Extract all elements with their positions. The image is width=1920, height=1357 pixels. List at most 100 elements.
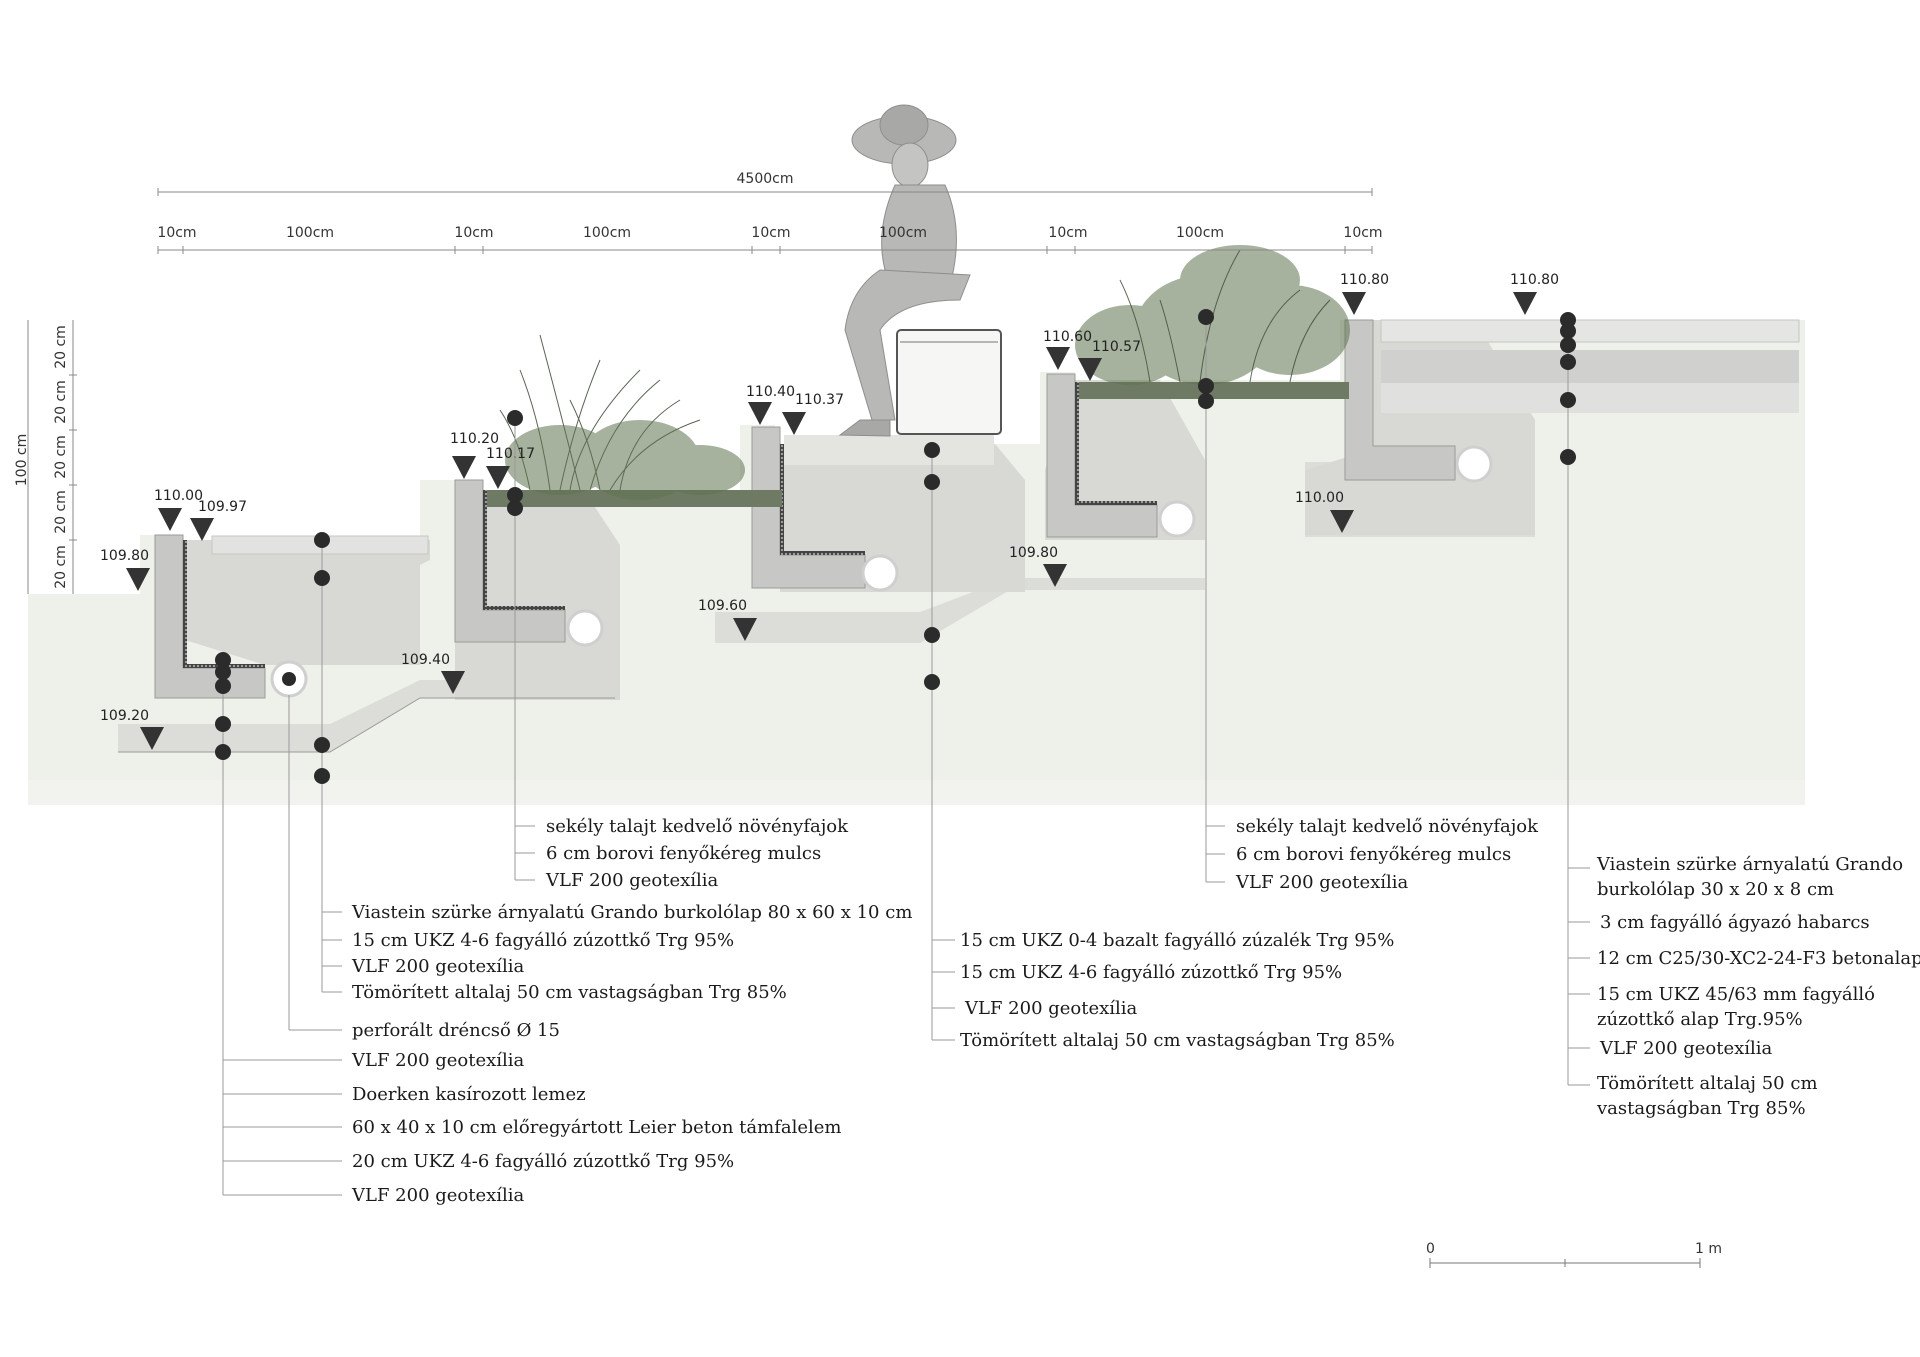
elevation-marker: 109.40 bbox=[401, 652, 465, 694]
membrane-2 bbox=[483, 490, 487, 610]
annotation-text: burkolólap 30 x 20 x 8 cm bbox=[1597, 879, 1834, 900]
dim-seg-9: 10cm bbox=[1343, 225, 1382, 241]
dim-height-step-4: 20 cm bbox=[53, 490, 69, 534]
elevation-label: 110.57 bbox=[1092, 339, 1141, 355]
mulch-planter-2 bbox=[1079, 382, 1349, 399]
elevation-marker: 110.57 bbox=[1078, 339, 1141, 381]
dimension-lines bbox=[27, 188, 1373, 594]
annotations-wall: VLF 200 geotexília Doerken kasírozott le… bbox=[351, 1050, 842, 1206]
annotation-text: 15 cm UKZ 0-4 bazalt fagyálló zúzalék Tr… bbox=[960, 930, 1394, 951]
terrace-mortar bbox=[1381, 350, 1799, 383]
planter-2-stems bbox=[1119, 249, 1331, 383]
dim-seg-1: 10cm bbox=[157, 225, 196, 241]
dim-total: 4500cm bbox=[737, 171, 794, 187]
dim-seg-2: 100cm bbox=[286, 225, 334, 241]
annotations-planter-left: sekély talajt kedvelő növényfajok 6 cm b… bbox=[545, 816, 849, 891]
dim-seg-7: 10cm bbox=[1048, 225, 1087, 241]
dim-height-step-1: 20 cm bbox=[53, 325, 69, 369]
dim-seg-6: 100cm bbox=[879, 225, 927, 241]
elevation-marker: 110.17 bbox=[486, 446, 535, 489]
bench bbox=[896, 329, 1002, 435]
drain-pipe-4 bbox=[1158, 500, 1196, 538]
dim-height-step-3: 20 cm bbox=[53, 435, 69, 479]
annotation-text: VLF 200 geotexília bbox=[545, 870, 719, 891]
annotation-text: VLF 200 geotexília bbox=[1235, 872, 1409, 893]
annotation-text: 15 cm UKZ 4-6 fagyálló zúzottkő Trg 95% bbox=[960, 962, 1342, 983]
elevation-marker: 109.20 bbox=[100, 708, 164, 750]
retaining-wall-5 bbox=[1344, 319, 1456, 481]
annotation-text: 15 cm UKZ 45/63 mm fagyálló bbox=[1597, 984, 1875, 1005]
dim-height-total: 100 cm bbox=[14, 434, 30, 487]
annotation-text: VLF 200 geotexília bbox=[351, 1185, 525, 1206]
elevation-label: 109.60 bbox=[698, 598, 747, 614]
annotation-text: Tömörített altalaj 50 cm vastagságban Tr… bbox=[352, 982, 787, 1003]
gravel-layer-3 bbox=[784, 435, 994, 465]
annotation-text: Viastein szürke árnyalatú Grando burkoló… bbox=[351, 902, 912, 923]
annotation-text: VLF 200 geotexília bbox=[1599, 1038, 1773, 1059]
annotation-text: Viastein szürke árnyalatú Grando bbox=[1596, 854, 1903, 875]
annotation-text: zúzottkő alap Trg.95% bbox=[1597, 1009, 1803, 1030]
elevation-label: 109.40 bbox=[401, 652, 450, 668]
seated-person bbox=[838, 104, 971, 437]
scale-end: 1 m bbox=[1695, 1241, 1722, 1257]
dim-seg-3: 10cm bbox=[454, 225, 493, 241]
elevation-label: 109.80 bbox=[1009, 545, 1058, 561]
drain-pipe-5 bbox=[1455, 445, 1493, 483]
elevation-marker: 109.80 bbox=[100, 548, 150, 591]
elevation-label: 109.97 bbox=[198, 499, 247, 515]
layer-dots bbox=[215, 309, 1576, 784]
elevation-label: 110.40 bbox=[746, 384, 795, 400]
wall2-backfill bbox=[455, 492, 620, 700]
dim-height-step-2: 20 cm bbox=[53, 380, 69, 424]
dim-seg-8: 100cm bbox=[1176, 225, 1224, 241]
ground-base bbox=[28, 780, 1805, 805]
scale-bar: 0 1 m bbox=[1426, 1241, 1722, 1268]
wall3-foundation bbox=[715, 577, 1205, 643]
terrace-slab bbox=[1380, 319, 1800, 343]
elevation-marker: 110.40 bbox=[746, 384, 795, 425]
elevation-label: 110.00 bbox=[1295, 490, 1344, 506]
elevation-marker: 109.97 bbox=[190, 499, 247, 541]
drain-pipe-2 bbox=[566, 609, 604, 647]
annotations-planter-right: sekély talajt kedvelő növényfajok 6 cm b… bbox=[1235, 816, 1539, 893]
elevation-label: 110.20 bbox=[450, 431, 499, 447]
annotation-text: 15 cm UKZ 4-6 fagyálló zúzottkő Trg 95% bbox=[352, 930, 734, 951]
elevation-label: 110.60 bbox=[1043, 329, 1092, 345]
drain-pipe-3 bbox=[861, 554, 899, 592]
dim-height-step-5: 20 cm bbox=[53, 545, 69, 589]
elevation-marker: 110.60 bbox=[1043, 329, 1092, 370]
elevation-markers: 110.00 109.97 109.80 109.20 110.20 110.1… bbox=[100, 272, 1559, 750]
membrane-4b bbox=[1075, 501, 1157, 505]
elevation-marker: 110.00 bbox=[1295, 490, 1354, 533]
annotation-drain: perforált dréncső Ø 15 bbox=[352, 1020, 560, 1041]
elevation-marker: 109.60 bbox=[698, 598, 757, 641]
elevation-label: 110.80 bbox=[1340, 272, 1389, 288]
annotation-text: VLF 200 geotexília bbox=[964, 998, 1138, 1019]
dim-seg-4: 100cm bbox=[583, 225, 631, 241]
annotation-text: 3 cm fagyálló ágyazó habarcs bbox=[1600, 912, 1870, 933]
planter-2-foliage bbox=[1075, 245, 1350, 385]
annotations-gravel-step: 15 cm UKZ 0-4 bazalt fagyálló zúzalék Tr… bbox=[960, 930, 1395, 1051]
annotation-text: 12 cm C25/30-XC2-24-F3 betonalap bbox=[1597, 948, 1920, 969]
annotation-text: VLF 200 geotexília bbox=[351, 1050, 525, 1071]
annotation-text: sekély talajt kedvelő növényfajok bbox=[546, 816, 849, 837]
planter-1-foliage bbox=[505, 420, 745, 500]
elevation-marker: 110.20 bbox=[450, 431, 499, 479]
wall1-backfill bbox=[185, 540, 430, 665]
elevation-marker: 110.80 bbox=[1510, 272, 1559, 315]
elevation-marker: 110.00 bbox=[154, 488, 203, 531]
dim-height-steps: 20 cm 20 cm 20 cm 20 cm 20 cm bbox=[53, 325, 69, 589]
membrane-4 bbox=[1075, 382, 1079, 505]
elevation-marker: 110.80 bbox=[1340, 272, 1389, 315]
terrace-base bbox=[1381, 383, 1799, 413]
annotation-text: 20 cm UKZ 4-6 fagyálló zúzottkő Trg 95% bbox=[352, 1151, 734, 1172]
wall4-backfill bbox=[1045, 380, 1205, 540]
elevation-marker: 109.80 bbox=[1009, 545, 1067, 587]
dim-segments: 10cm 100cm 10cm 100cm 10cm 100cm 10cm 10… bbox=[157, 225, 1382, 241]
annotation-text: VLF 200 geotexília bbox=[351, 956, 525, 977]
annotation-text: Doerken kasírozott lemez bbox=[352, 1084, 586, 1105]
annotation-text: 60 x 40 x 10 cm előregyártott Leier beto… bbox=[352, 1117, 842, 1138]
scale-start: 0 bbox=[1426, 1241, 1435, 1257]
dim-seg-5: 10cm bbox=[751, 225, 790, 241]
